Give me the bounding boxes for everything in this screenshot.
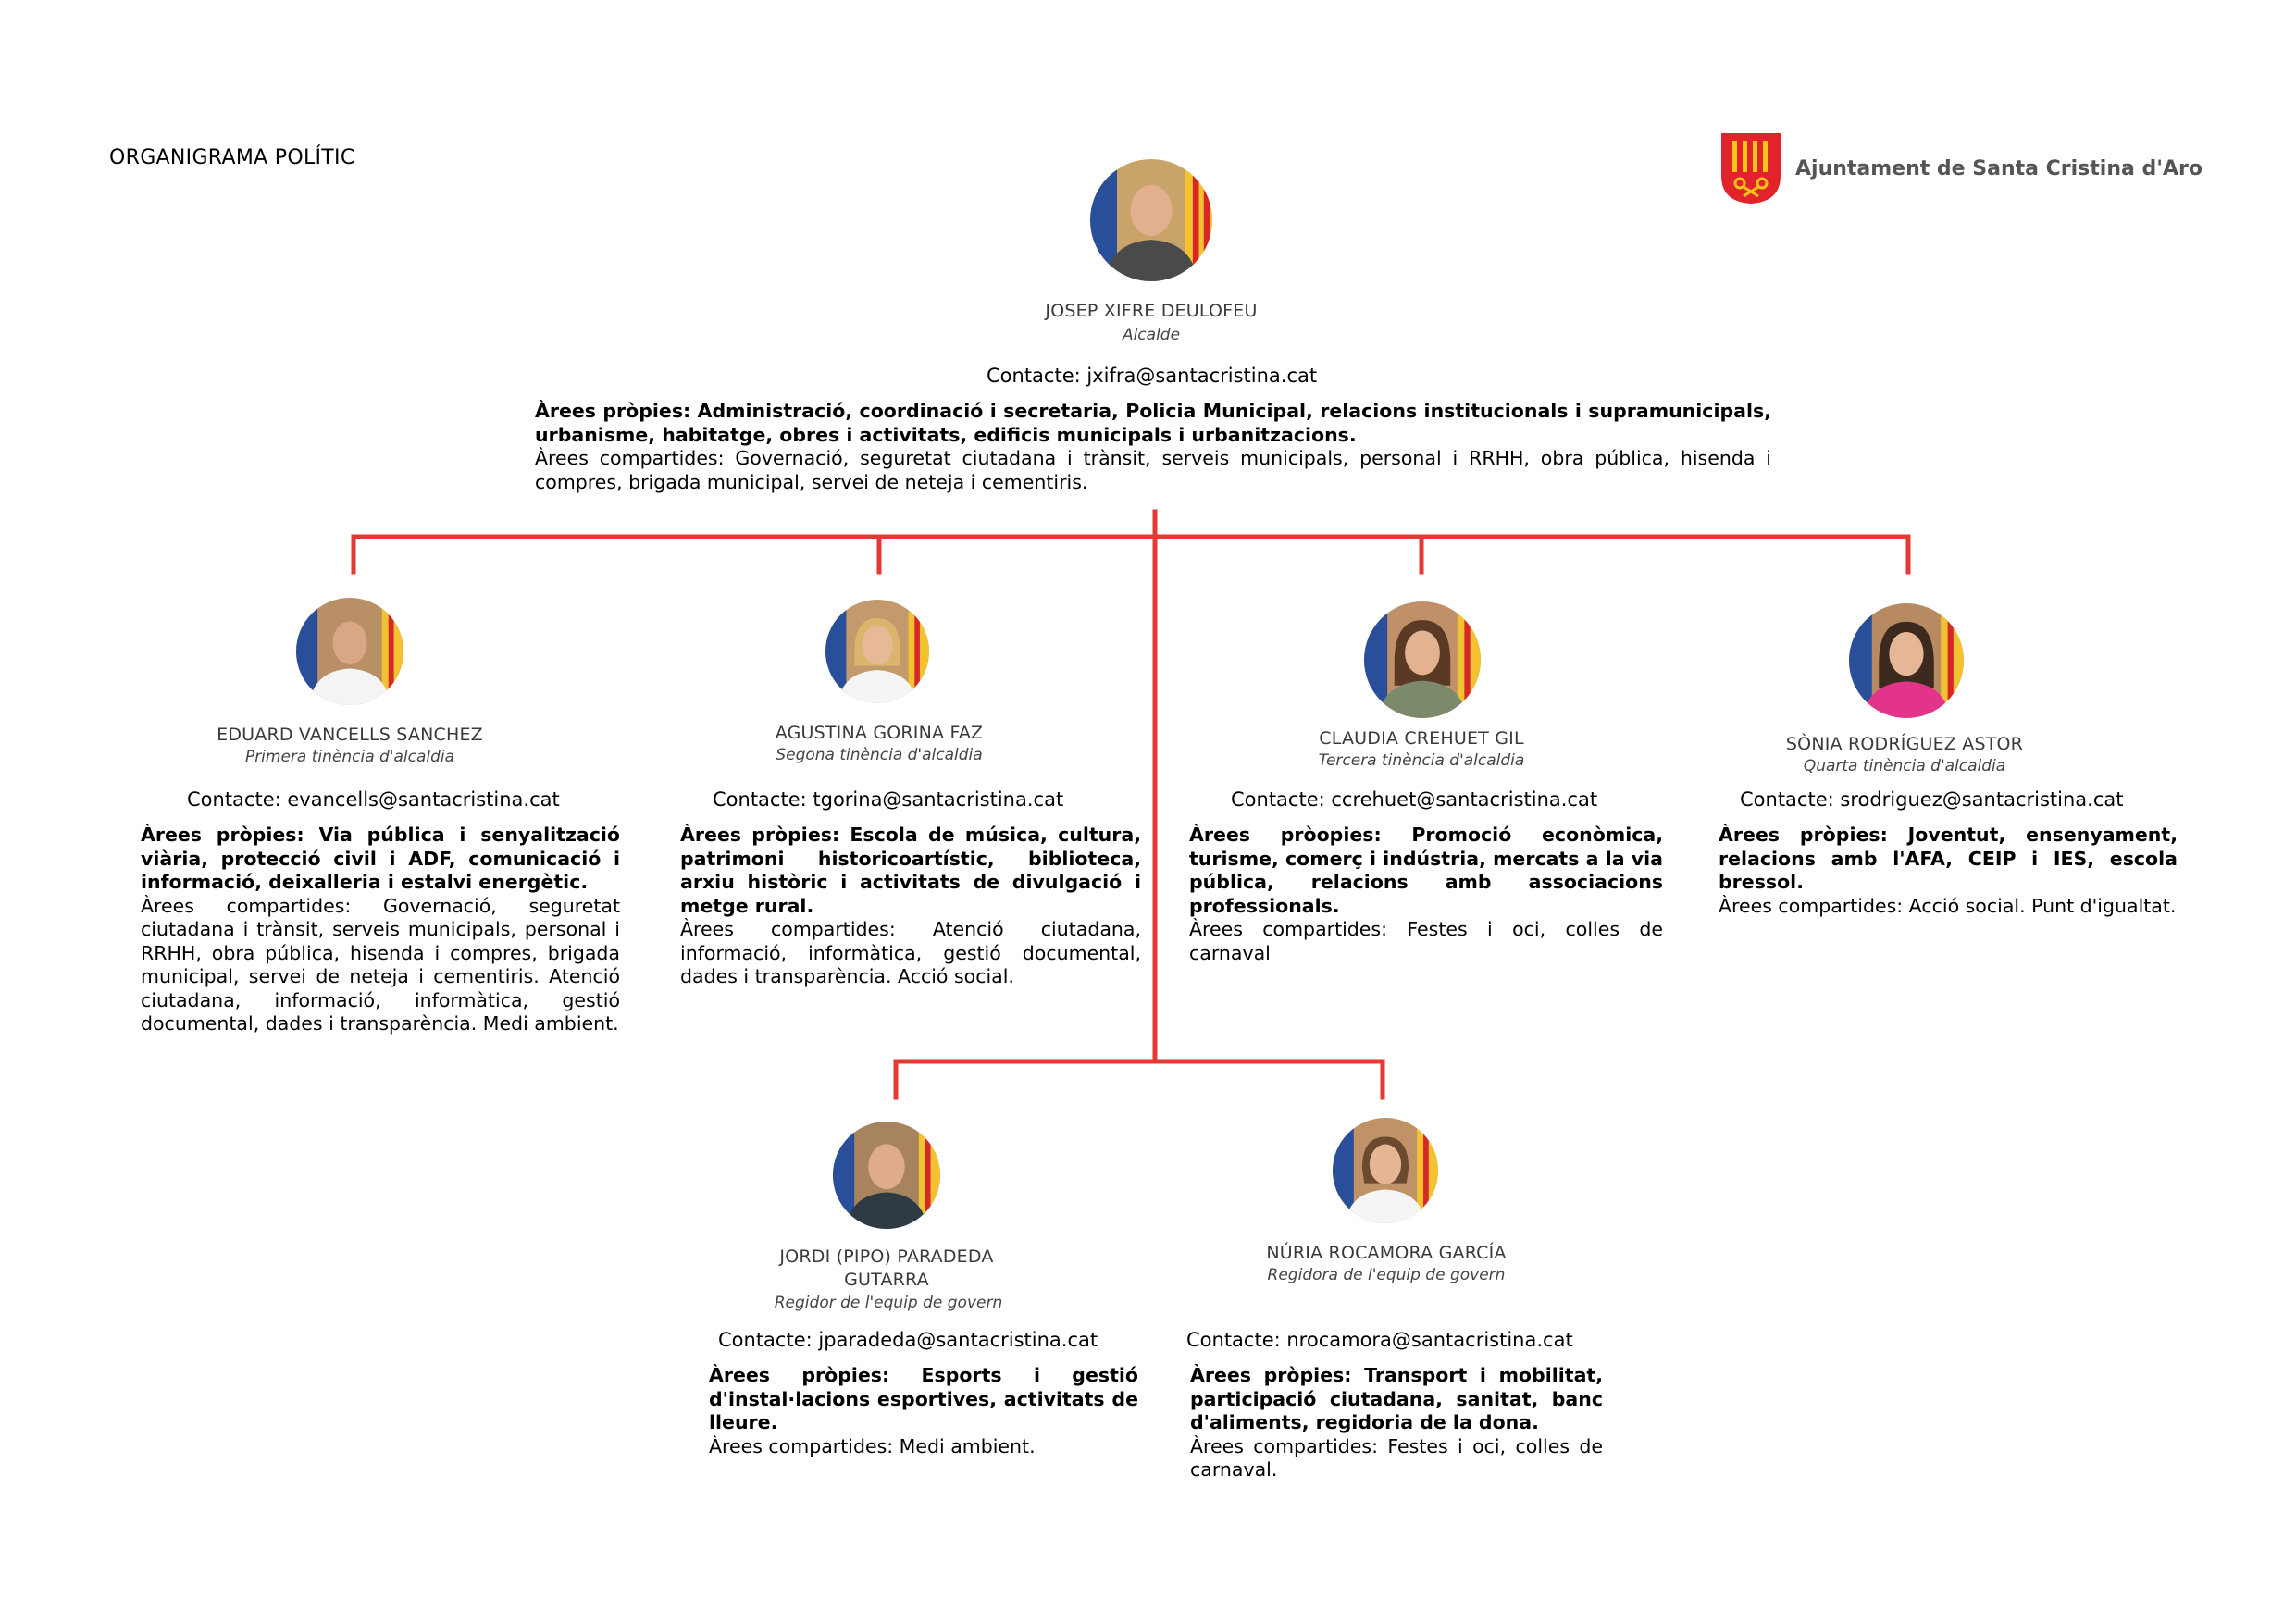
councillor-1-areas: Àrees pròpies: Esports i gestió d'instal… bbox=[709, 1364, 1138, 1458]
mayor-avatar bbox=[1090, 159, 1212, 281]
shared-areas: Àrees compartides: Acció social. Punt d'… bbox=[1719, 894, 2177, 917]
own-areas: Àrees pròpies: Via pública i senyalitzac… bbox=[141, 824, 620, 893]
deputy-3-name: CLAUDIA CREHUET GIL bbox=[1319, 728, 1524, 749]
own-areas: Àrees pròpies: Escola de música, cultura… bbox=[680, 824, 1141, 917]
deputy-1-areas: Àrees pròpies: Via pública i senyalitzac… bbox=[141, 824, 620, 1036]
deputy-1-contact: Contacte: evancells@santacristina.cat bbox=[187, 788, 560, 811]
deputy-2-name: AGUSTINA GORINA FAZ bbox=[775, 723, 984, 743]
mayor-contact: Contacte: jxifra@santacristina.cat bbox=[987, 365, 1318, 387]
councillor-2-avatar bbox=[1333, 1118, 1438, 1223]
deputy-2-areas: Àrees pròpies: Escola de música, cultura… bbox=[680, 824, 1141, 989]
councillor-1-contact: Contacte: jparadeda@santacristina.cat bbox=[718, 1329, 1098, 1351]
councillor-1-role: Regidor de l'equip de govern bbox=[774, 1294, 1003, 1312]
deputy-3-avatar bbox=[1364, 601, 1481, 718]
deputy-4-name: SÒNIA RODRÍGUEZ ASTOR bbox=[1785, 734, 2024, 754]
deputy-1-avatar bbox=[296, 598, 403, 705]
deputy-2-avatar bbox=[825, 600, 929, 703]
shared-areas: Àrees compartides: Medi ambient. bbox=[709, 1434, 1036, 1457]
councillor-2-role: Regidora de l'equip de govern bbox=[1267, 1266, 1506, 1284]
deputy-3-areas: Àrees pròopies: Promoció econòmica, turi… bbox=[1189, 824, 1663, 965]
deputy-4-role: Quarta tinència d'alcaldia bbox=[1803, 757, 2006, 775]
shared-areas: Àrees compartides: Festes i oci, colles … bbox=[1190, 1434, 1603, 1481]
deputy-2-role: Segona tinència d'alcaldia bbox=[776, 746, 983, 764]
deputy-2-contact: Contacte: tgorina@santacristina.cat bbox=[713, 788, 1064, 811]
mayor-areas: Àrees pròpies: Administració, coordinaci… bbox=[535, 400, 1771, 494]
coat-of-arms-icon bbox=[1721, 133, 1781, 204]
shared-areas: Àrees compartides: Atenció ciutadana, in… bbox=[680, 918, 1141, 987]
deputy-1-role: Primera tinència d'alcaldia bbox=[244, 748, 455, 766]
own-areas: Àrees pròpies: Transport i mobilitat, pa… bbox=[1190, 1364, 1603, 1433]
deputy-3-contact: Contacte: ccrehuet@santacristina.cat bbox=[1231, 788, 1598, 811]
logo-text: Ajuntament de Santa Cristina d'Aro bbox=[1795, 156, 2203, 180]
own-areas: Àrees pròpies: Esports i gestió d'instal… bbox=[709, 1364, 1138, 1433]
councillor-2-contact: Contacte: nrocamora@santacristina.cat bbox=[1186, 1329, 1573, 1351]
deputy-3-role: Tercera tinència d'alcaldia bbox=[1318, 751, 1525, 770]
deputy-4-areas: Àrees pròpies: Joventut, ensenyament, re… bbox=[1719, 824, 2178, 918]
municipal-logo: Ajuntament de Santa Cristina d'Aro bbox=[1719, 131, 2203, 205]
shared-areas: Àrees compartides: Festes i oci, colles … bbox=[1189, 918, 1663, 964]
own-areas: Àrees pròopies: Promoció econòmica, turi… bbox=[1189, 824, 1663, 917]
shared-areas: Àrees compartides: Governació, seguretat… bbox=[141, 894, 620, 1035]
mayor-role: Alcalde bbox=[1122, 326, 1181, 344]
own-areas: Àrees pròpies: Joventut, ensenyament, re… bbox=[1719, 824, 2178, 893]
councillor-1-name: JORDI (PIPO) PARADEDA GUTARRA bbox=[779, 1246, 994, 1290]
page-title: ORGANIGRAMA POLÍTIC bbox=[109, 146, 355, 169]
councillor-1-avatar bbox=[833, 1122, 940, 1229]
deputy-4-contact: Contacte: srodriguez@santacristina.cat bbox=[1740, 788, 2124, 811]
deputy-4-avatar bbox=[1849, 603, 1964, 718]
deputy-1-name: EDUARD VANCELLS SANCHEZ bbox=[217, 725, 483, 745]
shared-areas: Àrees compartides: Governació, seguretat… bbox=[535, 447, 1771, 493]
councillor-2-areas: Àrees pròpies: Transport i mobilitat, pa… bbox=[1190, 1364, 1603, 1482]
councillor-2-name: NÚRIA ROCAMORA GARCÍA bbox=[1266, 1243, 1507, 1263]
own-areas: Àrees pròpies: Administració, coordinaci… bbox=[535, 400, 1771, 446]
mayor-name: JOSEP XIFRE DEULOFEU bbox=[1045, 301, 1258, 321]
